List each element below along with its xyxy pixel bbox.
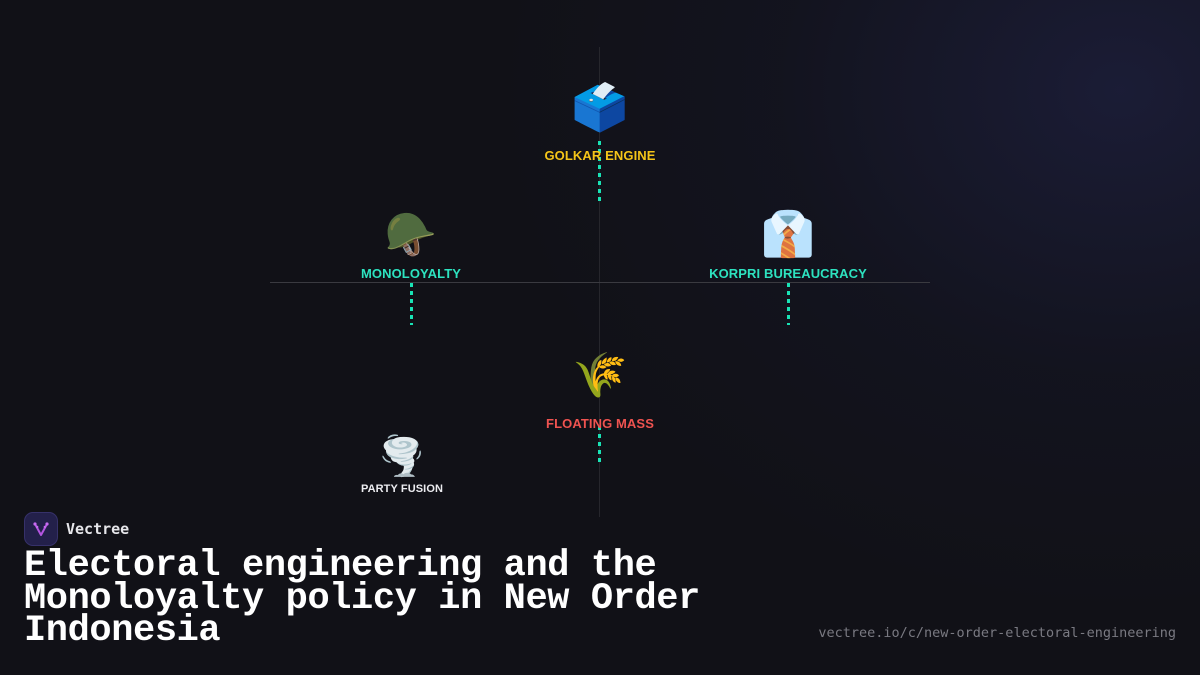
node-monoloyalty[interactable]: 🪖 MONOLOYALTY (360, 210, 462, 282)
connector-floating-mass (598, 426, 601, 466)
node-korpri-bureaucracy[interactable]: 👔 KORPRI BUREAUCRACY (709, 209, 867, 282)
node-label: FLOATING MASS (546, 416, 654, 431)
brand-name: Vectree (66, 520, 130, 538)
military-helmet-icon: 🪖 (384, 210, 438, 259)
node-floating-mass[interactable]: 🌾 FLOATING MASS (546, 350, 654, 432)
brand[interactable]: Vectree (24, 512, 129, 546)
node-label: GOLKAR ENGINE (544, 148, 656, 163)
ballot-box-icon: 🗳️ (571, 80, 629, 134)
connector-korpri-bureaucracy (787, 283, 790, 325)
rice-sheaf-icon: 🌾 (572, 350, 628, 401)
node-label: PARTY FUSION (360, 483, 444, 495)
node-golkar-engine[interactable]: 🗳️ GOLKAR ENGINE (544, 80, 655, 163)
node-party-fusion[interactable]: 🌪️ PARTY FUSION (361, 434, 443, 495)
connector-monoloyalty (410, 283, 413, 325)
connector-golkar-engine (598, 141, 601, 203)
source-url[interactable]: vectree.io/c/new-order-electoral-enginee… (818, 625, 1176, 641)
vectree-logo-icon (24, 512, 58, 546)
shirt-tie-icon: 👔 (760, 209, 816, 260)
tornado-icon: 🌪️ (378, 434, 426, 478)
node-label: KORPRI BUREAUCRACY (709, 266, 867, 281)
page-title: Electoral engineering and the Monoloyalt… (24, 545, 700, 652)
node-label: MONOLOYALTY (360, 266, 462, 281)
horizontal-axis-line (270, 282, 930, 283)
